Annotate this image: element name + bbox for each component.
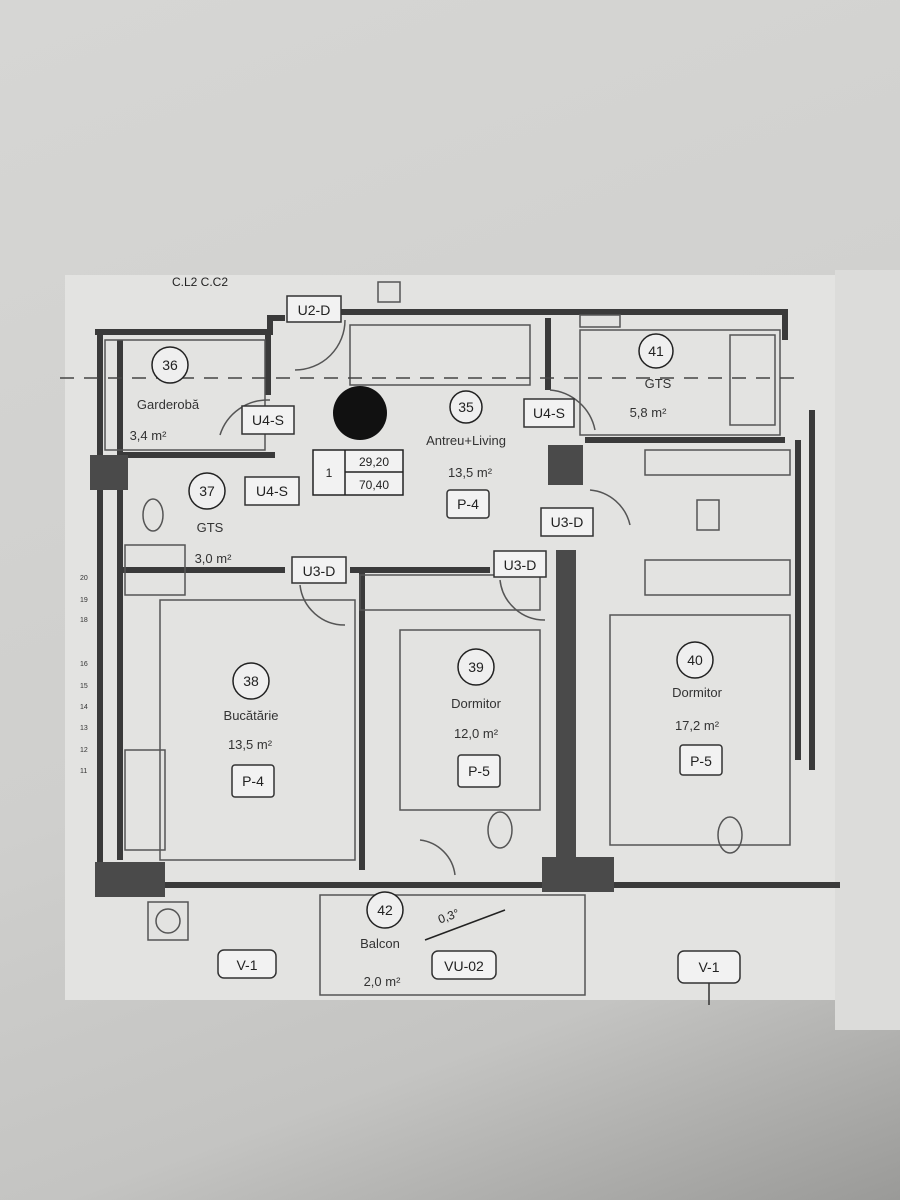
svg-text:1: 1 (326, 466, 333, 480)
svg-text:Bucătărie: Bucătărie (224, 708, 279, 723)
room-40: 40 Dormitor 17,2 m² P-5 (672, 641, 723, 776)
room-37: 37 GTS 3,0 m² (188, 472, 233, 566)
room-39: 39 Dormitor 12,0 m² P-5 (451, 648, 502, 788)
door-tag-u2d: U2-D (286, 295, 342, 323)
door-swings (219, 319, 631, 876)
furniture (104, 281, 791, 996)
door-tag-u3d-bedroom40: U3-D (540, 507, 594, 537)
svg-text:Garderobă: Garderobă (137, 397, 200, 412)
svg-text:V-1: V-1 (698, 959, 719, 975)
slope-annotation: 0,3° (424, 906, 506, 941)
room-36: 36 Garderobă 3,4 m² (130, 346, 200, 443)
svg-text:19: 19 (80, 597, 88, 604)
svg-text:P-4: P-4 (242, 773, 264, 789)
svg-text:Balcon: Balcon (360, 936, 400, 951)
svg-text:3,4 m²: 3,4 m² (130, 428, 168, 443)
svg-text:39: 39 (468, 659, 484, 675)
svg-text:U3-D: U3-D (303, 563, 336, 579)
svg-text:70,40: 70,40 (359, 478, 389, 492)
drawing-sheet (65, 275, 845, 1000)
top-partial-label: C.L2 C.C2 (172, 275, 228, 289)
svg-text:P-5: P-5 (690, 753, 712, 769)
svg-text:38: 38 (243, 673, 259, 689)
door-tag-u4s-garderoba: U4-S (241, 405, 295, 435)
svg-text:U4-S: U4-S (533, 405, 565, 421)
svg-text:VU-02: VU-02 (444, 958, 484, 974)
svg-text:U3-D: U3-D (504, 557, 537, 573)
room-38: 38 Bucătărie 13,5 m² P-4 (224, 662, 279, 798)
svg-text:16: 16 (80, 661, 88, 668)
svg-text:V-1: V-1 (236, 957, 257, 973)
svg-text:5,8 m²: 5,8 m² (630, 405, 668, 420)
tag-v1-right: V-1 (677, 950, 741, 1005)
svg-text:20: 20 (80, 575, 88, 582)
svg-text:14: 14 (80, 704, 88, 711)
interior-walls (120, 318, 785, 870)
outer-walls (95, 309, 840, 888)
svg-text:35: 35 (458, 399, 474, 415)
svg-text:U3-D: U3-D (551, 514, 584, 530)
svg-text:GTS: GTS (197, 520, 224, 535)
door-tag-u3d-bedroom39: U3-D (493, 550, 547, 578)
svg-text:41: 41 (648, 343, 664, 359)
door-tag-u3d-kitchen: U3-D (291, 556, 347, 584)
tag-v1-left: V-1 (217, 949, 277, 979)
svg-text:Dormitor: Dormitor (672, 685, 723, 700)
svg-text:15: 15 (80, 683, 88, 690)
svg-text:17,2 m²: 17,2 m² (675, 718, 720, 733)
svg-text:40: 40 (687, 652, 703, 668)
svg-text:P-5: P-5 (468, 763, 490, 779)
svg-text:Dormitor: Dormitor (451, 696, 502, 711)
column-bottom-mid (542, 857, 614, 892)
svg-text:36: 36 (162, 357, 178, 373)
svg-text:12,0 m²: 12,0 m² (454, 726, 499, 741)
svg-text:GTS: GTS (645, 376, 672, 391)
column-left-mid (90, 455, 128, 490)
svg-text:3,0 m²: 3,0 m² (195, 551, 233, 566)
svg-text:U4-S: U4-S (252, 412, 284, 428)
svg-text:2,0 m²: 2,0 m² (364, 974, 402, 989)
room-42: 42 Balcon 2,0 m² (360, 891, 404, 989)
room-41: 41 GTS 5,8 m² (630, 333, 674, 420)
svg-text:13: 13 (80, 725, 88, 732)
ink-blot (333, 386, 387, 440)
svg-text:12: 12 (80, 747, 88, 754)
tag-vu02: VU-02 (431, 950, 497, 980)
svg-text:0,3°: 0,3° (436, 906, 461, 927)
svg-text:Antreu+Living: Antreu+Living (426, 433, 506, 448)
column-center (548, 445, 583, 485)
drawing-margin-strip (835, 270, 900, 1030)
svg-text:13,5 m²: 13,5 m² (448, 465, 493, 480)
svg-text:18: 18 (80, 617, 88, 624)
svg-text:37: 37 (199, 483, 215, 499)
door-tag-u4s-gts41: U4-S (523, 398, 575, 428)
svg-text:13,5 m²: 13,5 m² (228, 737, 273, 752)
svg-text:42: 42 (377, 902, 393, 918)
svg-text:11: 11 (80, 768, 87, 775)
column-bottom-left (95, 862, 165, 897)
svg-text:U4-S: U4-S (256, 483, 288, 499)
svg-text:29,20: 29,20 (359, 455, 389, 469)
thick-partition (556, 550, 576, 865)
room-35: 35 Antreu+Living 13,5 m² P-4 (426, 390, 506, 519)
svg-text:U2-D: U2-D (298, 302, 331, 318)
door-tag-u4s-gts37: U4-S (244, 476, 300, 506)
apartment-area-box: 1 29,20 70,40 (312, 449, 404, 496)
stair-numbers: 20 19 18 16 15 14 13 12 11 (80, 575, 88, 775)
svg-text:P-4: P-4 (457, 496, 479, 512)
